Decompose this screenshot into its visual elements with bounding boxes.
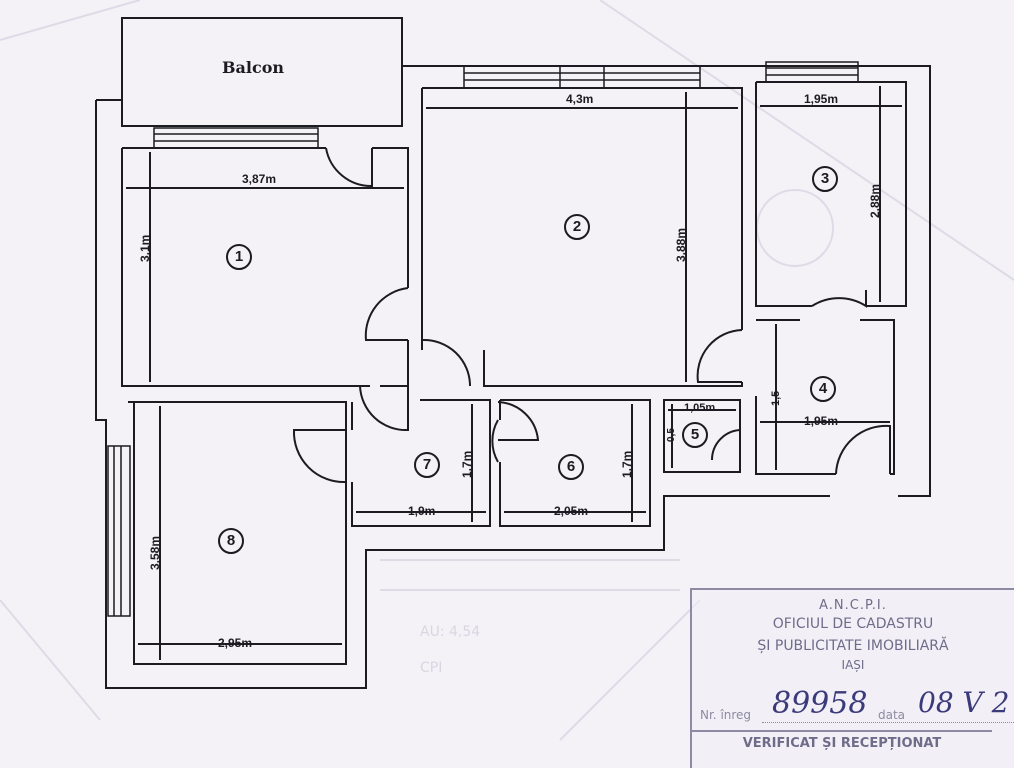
ghost-text-1: AU: 4,54 (420, 624, 481, 640)
stamp-line-4: IAȘI (841, 658, 865, 672)
dim-room8-width: 2,95m (218, 636, 253, 650)
room-6-walls (499, 399, 651, 527)
dim-room2-height: 3,88m (674, 227, 688, 262)
dim-room7-width: 1,9m (408, 504, 436, 518)
dim-room7-height: 1,7m (460, 450, 474, 478)
stamp-nr-value: 89958 (772, 686, 868, 721)
room-number-1: 1 (226, 244, 252, 270)
dim-room6-height: 1,7m (620, 450, 634, 478)
room-number-5-text: 5 (690, 426, 700, 443)
dim-room3-width: 1,95m (804, 92, 839, 106)
dimension-lines (126, 86, 902, 660)
stamp-date-value: 08 V 2 (918, 686, 1010, 719)
room-number-7-text: 7 (422, 456, 432, 473)
balcony-outline (121, 17, 403, 127)
dim-room4-width: 1,95m (804, 414, 839, 428)
dim-room4-height: 1,5 (770, 390, 782, 406)
stamp-line-2: OFICIUL DE CADASTRU (772, 616, 934, 632)
room-number-2: 2 (564, 214, 590, 240)
ghost-text-2: CPI (420, 660, 443, 676)
room-number-6: 6 (558, 454, 584, 480)
stamp-dotted-line (762, 722, 1014, 723)
dim-room2-width: 4,3m (566, 92, 594, 106)
dim-room1-width: 3,87m (242, 172, 277, 186)
room-number-3-text: 3 (820, 170, 830, 187)
room-number-4-text: 4 (818, 380, 828, 397)
room-number-5: 5 (682, 422, 708, 448)
room-number-3: 3 (812, 166, 838, 192)
dim-room3-height: 2,88m (868, 183, 882, 218)
stamp-verified: VERIFICAT ȘI RECEPȚIONAT (692, 730, 992, 754)
room-5-walls (663, 399, 741, 473)
dim-room1-height: 3,1m (138, 234, 152, 262)
windows (107, 61, 859, 617)
stamp-line-1: A.N.C.P.I. (819, 598, 887, 613)
dim-room8-height: 3,58m (148, 535, 162, 570)
room-number-8: 8 (218, 528, 244, 554)
room-4-walls (755, 319, 895, 475)
balcony-label: Balcon (222, 58, 285, 77)
dim-room5-width: 1,05m (684, 402, 716, 414)
room-number-2-text: 2 (572, 218, 582, 235)
room-number-8-text: 8 (226, 532, 236, 549)
room-7-walls (351, 399, 491, 527)
dim-room6-width: 2,05m (554, 504, 589, 518)
room-8-walls (128, 401, 347, 665)
cadastre-stamp: A.N.C.P.I. OFICIUL DE CADASTRU ȘI PUBLIC… (690, 588, 1014, 768)
door-swings (292, 147, 891, 484)
background-watermark-lines (0, 0, 1014, 741)
stamp-nr-label: Nr. înreg (700, 708, 752, 722)
stamp-date-label: data (878, 708, 906, 722)
room-number-6-text: 6 (566, 458, 576, 475)
room-number-4: 4 (810, 376, 836, 402)
stamp-line-3: ȘI PUBLICITATE IMOBILIARĂ (757, 638, 949, 654)
dim-room5-height: 0,5 (666, 428, 677, 442)
room-number-1-text: 1 (234, 248, 244, 265)
room-number-7: 7 (414, 452, 440, 478)
